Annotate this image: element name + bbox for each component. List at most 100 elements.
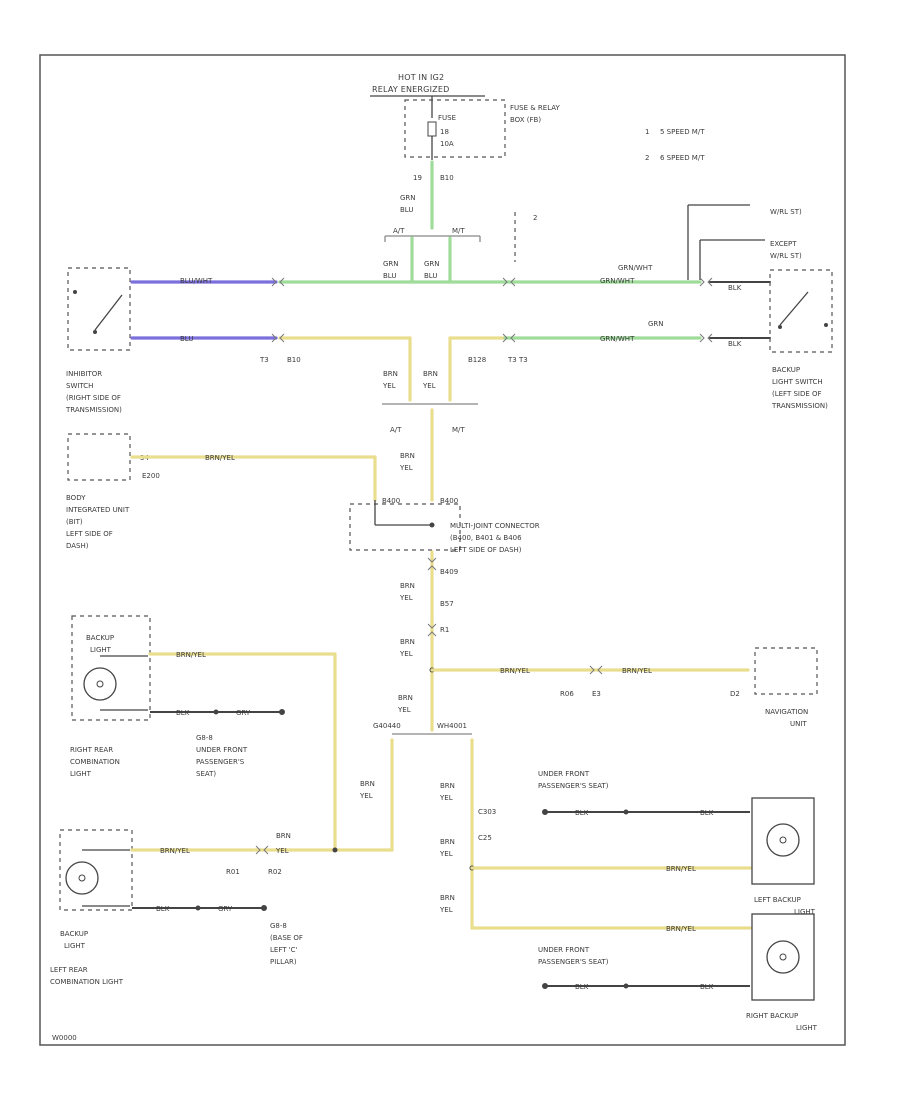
center-pin-t3: T3 T3	[507, 356, 528, 364]
right-backup-blk-2: BLK	[700, 983, 714, 991]
fuse-amp: 10A	[440, 140, 454, 148]
body-unit-label-3: (BIT)	[66, 518, 83, 526]
backup-switch-grn: GRN	[648, 320, 664, 328]
backup-switch-grn-wht-top: GRN/WHT	[618, 264, 653, 272]
multi-joint-wire-1: BRN	[400, 582, 415, 590]
legend-1-text: 5 SPEED M/T	[660, 128, 705, 136]
left-rear-bulb	[65, 861, 99, 895]
left-rear-wire: BRN/YEL	[160, 847, 190, 855]
right-rear-wire-gry: GRY	[236, 709, 251, 717]
inhibitor-contact	[94, 294, 123, 331]
backup-switch-marker-2: EXCEPT	[770, 240, 797, 248]
multi-joint-wire-4: YEL	[399, 650, 413, 658]
junction-b-right: WH4001	[437, 722, 467, 730]
fuse-element	[427, 121, 437, 137]
diagram-frame	[39, 54, 846, 1046]
right-rear-bulb	[83, 667, 117, 701]
right-rear-light-box	[71, 615, 151, 721]
inhibitor-label-4: TRANSMISSION)	[65, 406, 122, 414]
navigation-label-2: UNIT	[790, 720, 807, 728]
right-backup-light-box	[751, 913, 815, 1001]
navigation-wire-1: BRN/YEL	[500, 667, 530, 675]
footer-code: W0000	[52, 1034, 77, 1042]
backup-switch-contact	[779, 291, 809, 326]
multi-joint-label-1: MULTI-JOINT CONNECTOR	[450, 522, 540, 530]
right-backup-ground-dot	[542, 983, 548, 989]
right-backup-blk: BLK	[575, 983, 589, 991]
left-backup-blk: BLK	[575, 809, 589, 817]
left-backup-ground-1: UNDER FRONT	[538, 770, 590, 778]
backup-switch-blk-bot: BLK	[728, 340, 742, 348]
right-rear-unit-1: BACKUP	[86, 634, 114, 642]
feed-wire-color-2: BLU	[400, 206, 413, 214]
left-backup-wire: BRN/YEL	[666, 865, 696, 873]
multi-joint-pin-2: B57	[440, 600, 454, 608]
left-backup-ground-2: PASSENGER'S SEAT)	[538, 782, 609, 790]
right-rear-unit-2: LIGHT	[90, 646, 112, 654]
left-rear-unit-2: LIGHT	[64, 942, 86, 950]
junction-pin-1: C303	[478, 808, 496, 816]
legend-2-text: 6 SPEED M/T	[660, 154, 705, 162]
navigation-wire-2: BRN/YEL	[622, 667, 652, 675]
junction-down-right-2: YEL	[439, 794, 453, 802]
backup-switch-blk-top: BLK	[728, 284, 742, 292]
left-rear-gry: GRY	[218, 905, 233, 913]
left-rear-pin-a: R01	[226, 868, 240, 876]
grn-left-1: GRN	[383, 260, 399, 268]
fuse-pin-left: 19	[413, 174, 422, 182]
junction-down-left-1: BRN	[360, 780, 375, 788]
left-rear-yel: YEL	[275, 847, 289, 855]
multi-joint-label-2: (B400, B401 & B406	[450, 534, 522, 542]
right-backup-label-2: LIGHT	[796, 1024, 818, 1032]
left-rear-unit-1: BACKUP	[60, 930, 88, 938]
legend-pin-2: 2	[533, 214, 537, 222]
legend-1-num: 1	[645, 128, 649, 136]
junction-r-2: YEL	[439, 850, 453, 858]
junction-left-2: YEL	[397, 706, 411, 714]
backup-switch-terminal-1	[778, 325, 782, 329]
connector-markers	[255, 277, 713, 855]
hot-line-1: HOT IN IG2	[398, 73, 444, 82]
left-backup-bulb	[766, 823, 800, 857]
right-rear-wire: BRN/YEL	[176, 651, 206, 659]
right-rear-ground-end	[279, 709, 285, 715]
navigation-pin-a: R06	[560, 690, 574, 698]
right-backup-ground-1: UNDER FRONT	[538, 946, 590, 954]
right-rear-ground-1: G8-8	[196, 734, 213, 742]
inhibitor-switch-box	[67, 267, 131, 351]
left-rear-ground-1: G8-8	[270, 922, 287, 930]
backup-switch-grn-top-left: GRN/WHT	[600, 277, 635, 285]
junction-r-1: BRN	[440, 838, 455, 846]
grn-left-2: BLU	[383, 272, 396, 280]
multi-joint-node	[429, 522, 435, 528]
multi-joint-pin-3: R1	[440, 626, 449, 634]
left-rear-ground-end	[261, 905, 267, 911]
multi-joint-top-right: B400	[440, 497, 458, 505]
body-unit-pin: E200	[142, 472, 160, 480]
right-backup-bulb-core	[779, 953, 787, 961]
backup-switch-label-1: BACKUP	[772, 366, 800, 374]
fuse-number: 18	[440, 128, 449, 136]
merge-mt: M/T	[452, 426, 465, 434]
left-rear-blk: BLK	[156, 905, 170, 913]
left-backup-blk-2: BLK	[700, 809, 714, 817]
body-unit-wire: BRN/YEL	[205, 454, 235, 462]
fuse-pin-right: B10	[440, 174, 454, 182]
right-rear-label-1: RIGHT REAR	[70, 746, 113, 754]
multi-joint-wire-3: BRN	[400, 638, 415, 646]
left-backup-light-box	[751, 797, 815, 885]
left-rear-bulb-core	[78, 874, 86, 882]
left-rear-ground-2: (BASE OF	[270, 934, 303, 942]
body-unit-label-5: DASH)	[66, 542, 89, 550]
junction-down-right-1: BRN	[440, 782, 455, 790]
right-backup-ground-2: PASSENGER'S SEAT)	[538, 958, 609, 966]
inhibitor-terminal-1	[93, 330, 97, 334]
grn-right-2: BLU	[424, 272, 437, 280]
split-mt: M/T	[452, 227, 465, 235]
legend-2-num: 2	[645, 154, 649, 162]
right-rear-wire-blk: BLK	[176, 709, 190, 717]
left-rear-label-2: COMBINATION LIGHT	[50, 978, 124, 986]
brn-left-1: BRN	[383, 370, 398, 378]
left-backup-bulb-core	[779, 836, 787, 844]
